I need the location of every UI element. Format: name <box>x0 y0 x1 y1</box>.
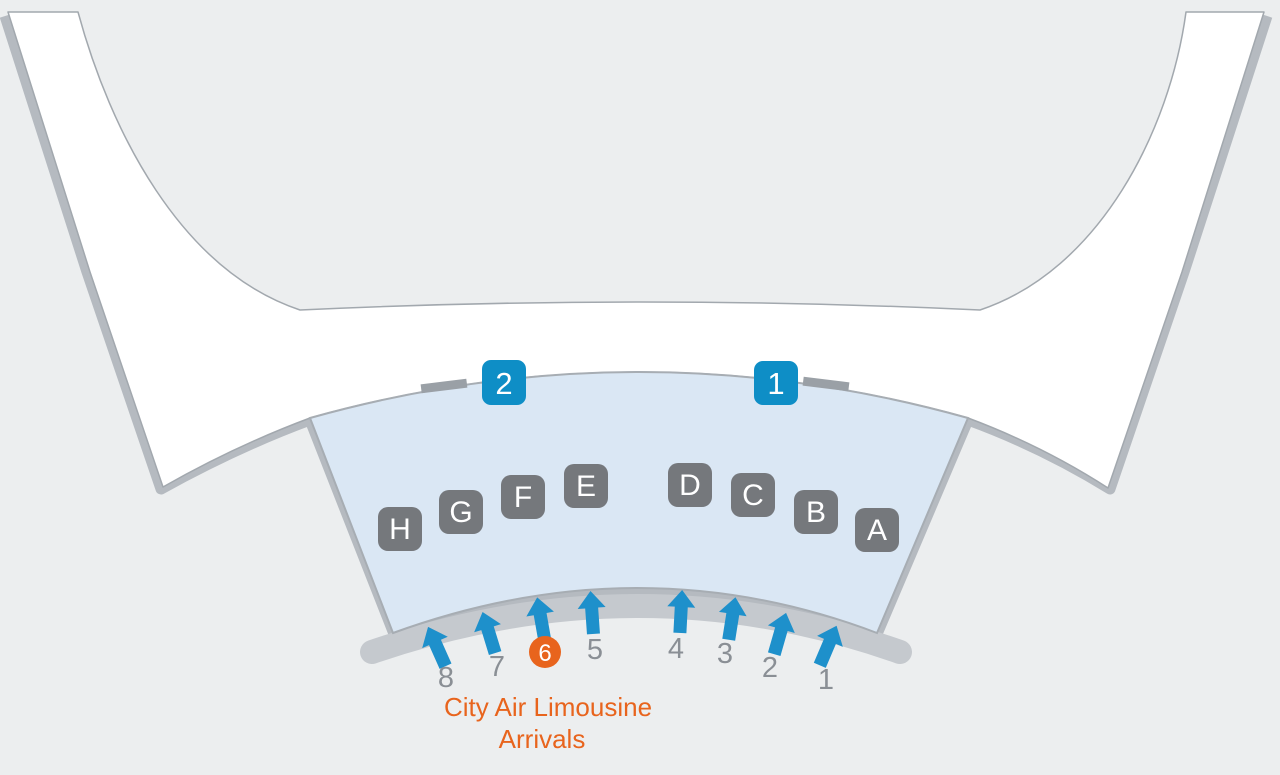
exit-badge-label: 2 <box>495 366 512 401</box>
door-badge-label: A <box>867 514 887 547</box>
stop-number: 7 <box>489 651 505 683</box>
exit-badge-label: 1 <box>767 366 784 401</box>
door-badge-a: A <box>855 508 899 552</box>
door-badge-label: B <box>806 496 826 529</box>
stop-number-highlighted: 6 <box>529 636 561 668</box>
stop-numbers: 8 7 6 5 4 3 2 1 <box>438 633 834 696</box>
stop-number: 8 <box>438 662 454 694</box>
door-badge-g: G <box>439 490 483 534</box>
door-badge-b: B <box>794 490 838 534</box>
door-badges: H G F E D C B A <box>378 463 899 552</box>
stop-number: 1 <box>818 664 834 696</box>
door-marker-right <box>802 376 850 392</box>
door-badge-box <box>668 463 712 507</box>
door-badge-box <box>501 475 545 519</box>
door-badge-label: E <box>576 470 596 503</box>
exit-badge-box <box>754 361 798 405</box>
door-badge-label: G <box>449 496 472 529</box>
stop-number: 2 <box>762 652 778 684</box>
door-badge-h: H <box>378 507 422 551</box>
door-badge-box <box>439 490 483 534</box>
exit-badge-1: 1 <box>754 361 798 405</box>
stop-number: 6 <box>538 640 551 667</box>
door-badge-e: E <box>564 464 608 508</box>
caption: City Air Limousine Arrivals <box>444 692 652 754</box>
door-badge-label: H <box>389 513 411 546</box>
building-shadow <box>0 14 1273 640</box>
door-badge-d: D <box>668 463 712 507</box>
door-badge-c: C <box>731 473 775 517</box>
door-badge-box <box>731 473 775 517</box>
stop-number: 4 <box>668 633 684 665</box>
door-badge-box <box>378 507 422 551</box>
door-marker-left <box>420 378 468 394</box>
stop-number: 3 <box>717 638 733 670</box>
door-badge-box <box>794 490 838 534</box>
exit-badge-box <box>482 360 526 405</box>
caption-line1: City Air Limousine <box>444 692 652 722</box>
door-badge-box <box>855 508 899 552</box>
door-badge-label: F <box>514 481 532 514</box>
caption-line2: Arrivals <box>499 724 586 754</box>
door-badge-label: C <box>742 479 764 512</box>
stop-number: 5 <box>587 634 603 666</box>
door-badge-box <box>564 464 608 508</box>
door-badge-label: D <box>679 469 701 502</box>
door-badge-f: F <box>501 475 545 519</box>
stop-highlight-circle <box>529 636 561 668</box>
exit-badge-2: 2 <box>482 360 526 405</box>
curb-band <box>360 594 912 664</box>
